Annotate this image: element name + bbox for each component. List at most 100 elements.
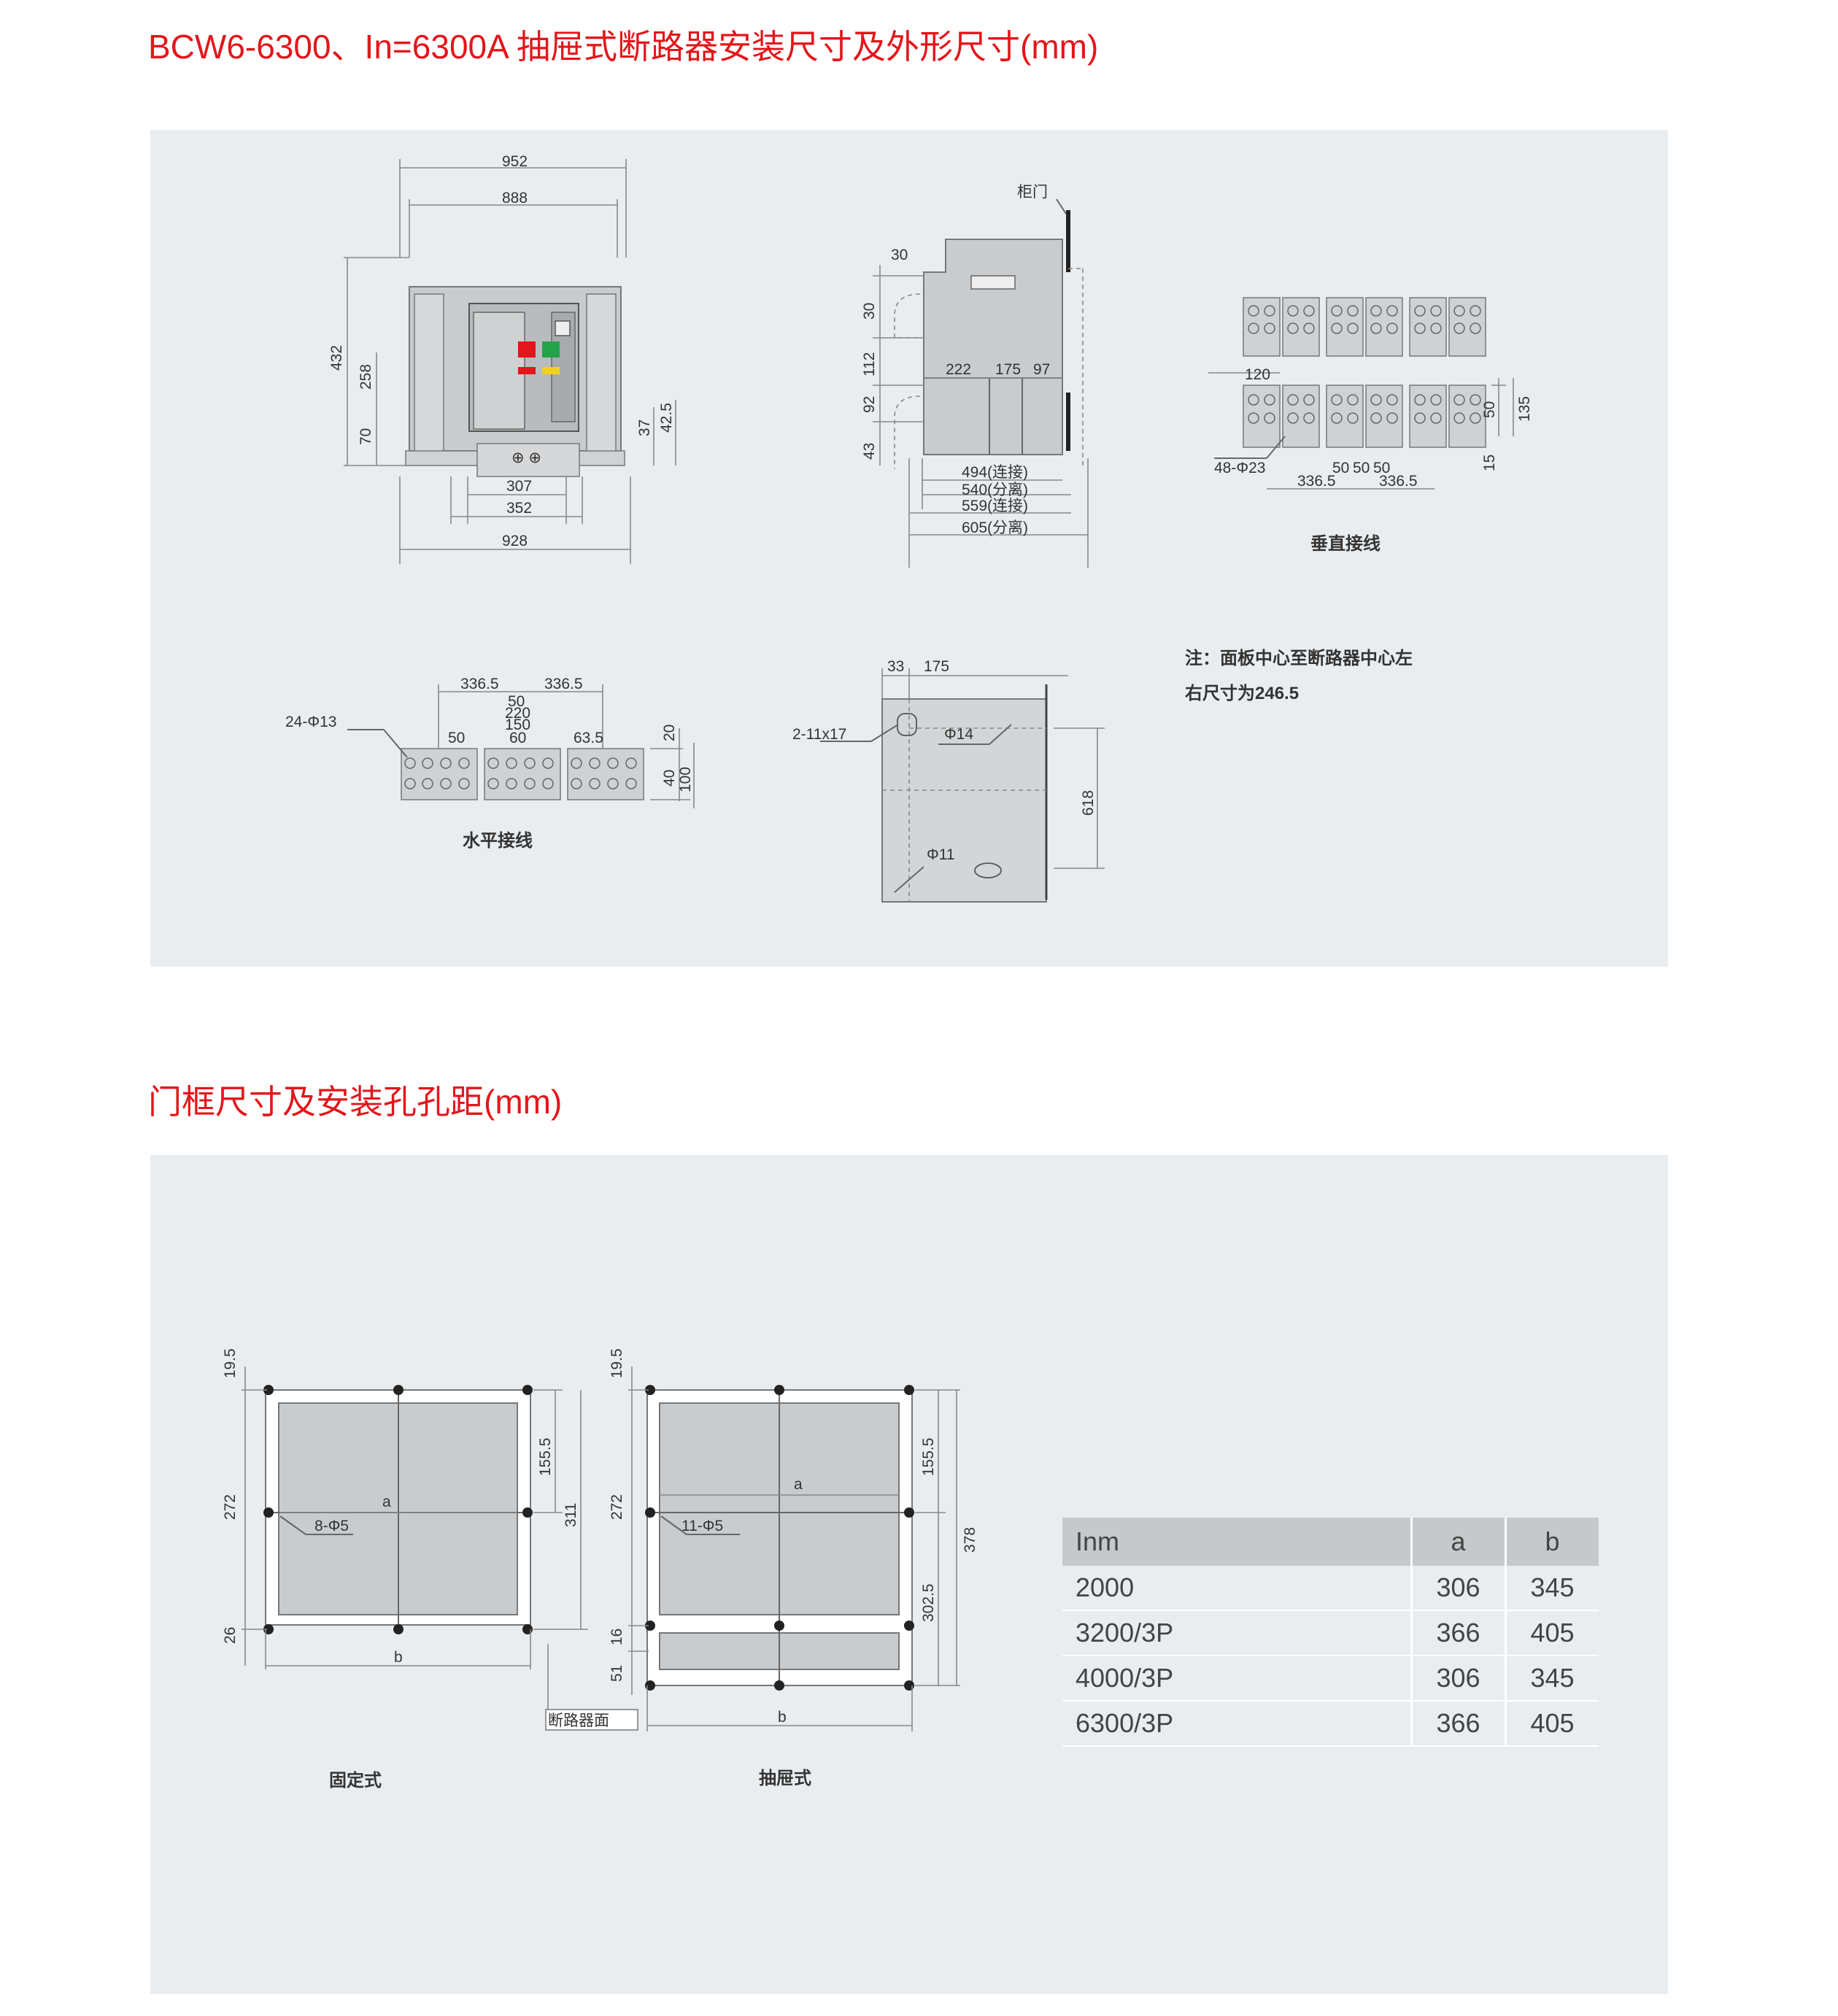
front-view: 952 888 ⊕ ⊕ 432 258 70 37 42.5	[328, 153, 676, 564]
fixed-dim-b: b	[394, 1649, 403, 1666]
dim-hw-336-5a: 336.5	[460, 676, 499, 692]
cell-a: 306	[1410, 1656, 1506, 1702]
drawer-dim-302-5: 302.5	[920, 1583, 937, 1622]
dim-hw-100: 100	[677, 767, 694, 792]
fixed-dim-a: a	[382, 1494, 391, 1510]
header-inm: Inm	[1062, 1518, 1412, 1566]
table-row: 3200/3P 366 405	[1062, 1610, 1599, 1656]
dim-540: 540(分离)	[962, 482, 1028, 498]
dim-side-222: 222	[946, 361, 971, 378]
dim-618: 618	[1080, 790, 1097, 816]
dim-37: 37	[636, 420, 653, 436]
dim-phi11: Φ11	[927, 846, 955, 863]
drawer-type-label: 抽屉式	[759, 1769, 811, 1788]
dim-258: 258	[358, 364, 374, 390]
drawer-dim-378: 378	[962, 1527, 978, 1553]
dim-phi14: Φ14	[944, 726, 973, 743]
dim-494: 494(连接)	[962, 464, 1028, 481]
mounting-view: 33 175 2-11x17 Φ14 Φ11 618	[792, 658, 1105, 903]
dim-mt-33: 33	[887, 658, 904, 675]
header-b: b	[1505, 1518, 1599, 1566]
dim-hw-220: 220	[505, 705, 530, 722]
drawer-dim-155-5: 155.5	[920, 1437, 937, 1476]
drawer-dim-272: 272	[609, 1494, 625, 1520]
dim-24-phi13: 24-Φ13	[285, 714, 336, 730]
dim-side-175: 175	[995, 361, 1021, 378]
table-row: 6300/3P 366 405	[1062, 1701, 1599, 1747]
cell-a: 366	[1410, 1610, 1506, 1656]
dim-120: 120	[1245, 366, 1270, 383]
svg-text:⊕ ⊕: ⊕ ⊕	[511, 449, 541, 466]
dim-888: 888	[502, 190, 528, 206]
fixed-type-frame: a 19.5 272 26 155.5 311 8-Φ5 b 断路器面 固定式	[222, 1348, 638, 1791]
cell-a: 306	[1410, 1566, 1506, 1611]
dim-vw-336-5b: 336.5	[1379, 473, 1418, 490]
dim-2-11x17: 2-11x17	[792, 726, 846, 743]
fixed-dim-272: 272	[222, 1494, 239, 1520]
dim-vw-50a: 50	[1332, 460, 1349, 476]
dim-352: 352	[506, 500, 532, 517]
drawer-dim-16: 16	[609, 1629, 625, 1645]
dim-135: 135	[1516, 396, 1533, 422]
diagram-panel-1: 952 888 ⊕ ⊕ 432 258 70 37 42.5	[150, 130, 1668, 967]
table-row: 2000 306 345	[1062, 1566, 1599, 1611]
table-header-row: Inm a b	[1062, 1518, 1599, 1566]
dim-hw-60: 60	[509, 730, 526, 746]
fixed-dim-19-5: 19.5	[222, 1348, 239, 1378]
fixed-dim-155-5: 155.5	[537, 1437, 554, 1476]
dim-42-5: 42.5	[658, 403, 675, 433]
cell-inm: 2000	[1062, 1566, 1412, 1611]
cell-b: 345	[1505, 1566, 1599, 1611]
dim-hw-63-5: 63.5	[574, 730, 603, 746]
dim-307: 307	[506, 478, 532, 495]
side-view: 柜门 30 30 112 92 43 222 175 97 494(连接)	[861, 184, 1089, 568]
drawer-dim-a: a	[794, 1476, 803, 1493]
dim-vw-336-5a: 336.5	[1297, 473, 1336, 490]
vertical-wiring: 120 48-Φ23 50 50 50 336.5 336.5 50 135 1…	[1208, 297, 1533, 554]
note-line-1: 注：面板中心至断路器中心左	[1185, 648, 1413, 668]
section1-title: BCW6-6300、In=6300A 抽屉式断路器安装尺寸及外形尺寸(mm)	[148, 28, 1099, 66]
dim-hw-40: 40	[661, 770, 678, 787]
drawer-dim-19-5: 19.5	[609, 1348, 625, 1378]
breaker-drawings: 952 888 ⊕ ⊕ 432 258 70 37 42.5	[285, 153, 1533, 903]
fixed-dim-26: 26	[222, 1627, 239, 1644]
dim-side-97: 97	[1033, 361, 1050, 378]
green-button-icon	[542, 341, 560, 358]
dim-605: 605(分离)	[962, 520, 1028, 536]
cell-inm: 4000/3P	[1062, 1656, 1412, 1702]
fixed-holes: 8-Φ5	[314, 1518, 349, 1534]
table-row: 4000/3P 306 345	[1062, 1656, 1599, 1702]
cell-b: 405	[1505, 1701, 1599, 1747]
breaker-face-label: 断路器面	[548, 1712, 609, 1729]
horizontal-wiring: 24-Φ13 336.5 336.5 50 220 150 60 50 63.5…	[285, 676, 695, 851]
dim-hw-50b: 50	[448, 730, 465, 746]
dim-559: 559(连接)	[962, 498, 1028, 514]
dim-952: 952	[502, 153, 528, 170]
dim-mt-175: 175	[924, 658, 949, 675]
cabinet-door-label: 柜门	[1017, 184, 1048, 201]
cell-b: 405	[1505, 1610, 1599, 1656]
dim-vw-50d: 50	[1481, 401, 1498, 418]
drawer-dim-51: 51	[609, 1665, 625, 1682]
dim-vw-50b: 50	[1353, 460, 1370, 476]
drawer-dim-b: b	[778, 1709, 787, 1726]
dim-hw-336-5b: 336.5	[544, 676, 583, 692]
dim-hw-20: 20	[661, 725, 678, 741]
fixed-type-label: 固定式	[329, 1770, 382, 1791]
header-a: a	[1410, 1518, 1506, 1566]
horizontal-wiring-label: 水平接线	[463, 831, 533, 851]
note-line-2: 右尺寸为246.5	[1185, 684, 1299, 703]
dim-15: 15	[1481, 455, 1498, 471]
dim-928: 928	[502, 533, 528, 549]
dim-vw-50c: 50	[1373, 460, 1390, 476]
dim-side-30b: 30	[861, 303, 878, 320]
dim-side-30a: 30	[891, 247, 908, 263]
section2-title: 门框尺寸及安装孔孔距(mm)	[148, 1083, 563, 1121]
dim-hw-150: 150	[505, 717, 530, 733]
cell-a: 366	[1410, 1701, 1506, 1747]
dim-hw-50: 50	[508, 693, 525, 710]
dim-70: 70	[358, 428, 374, 445]
door-frame-drawings: a 19.5 272 26 155.5 311 8-Φ5 b 断路器面 固定式	[222, 1348, 978, 1791]
dim-side-112: 112	[861, 352, 878, 376]
cell-inm: 3200/3P	[1062, 1610, 1412, 1656]
